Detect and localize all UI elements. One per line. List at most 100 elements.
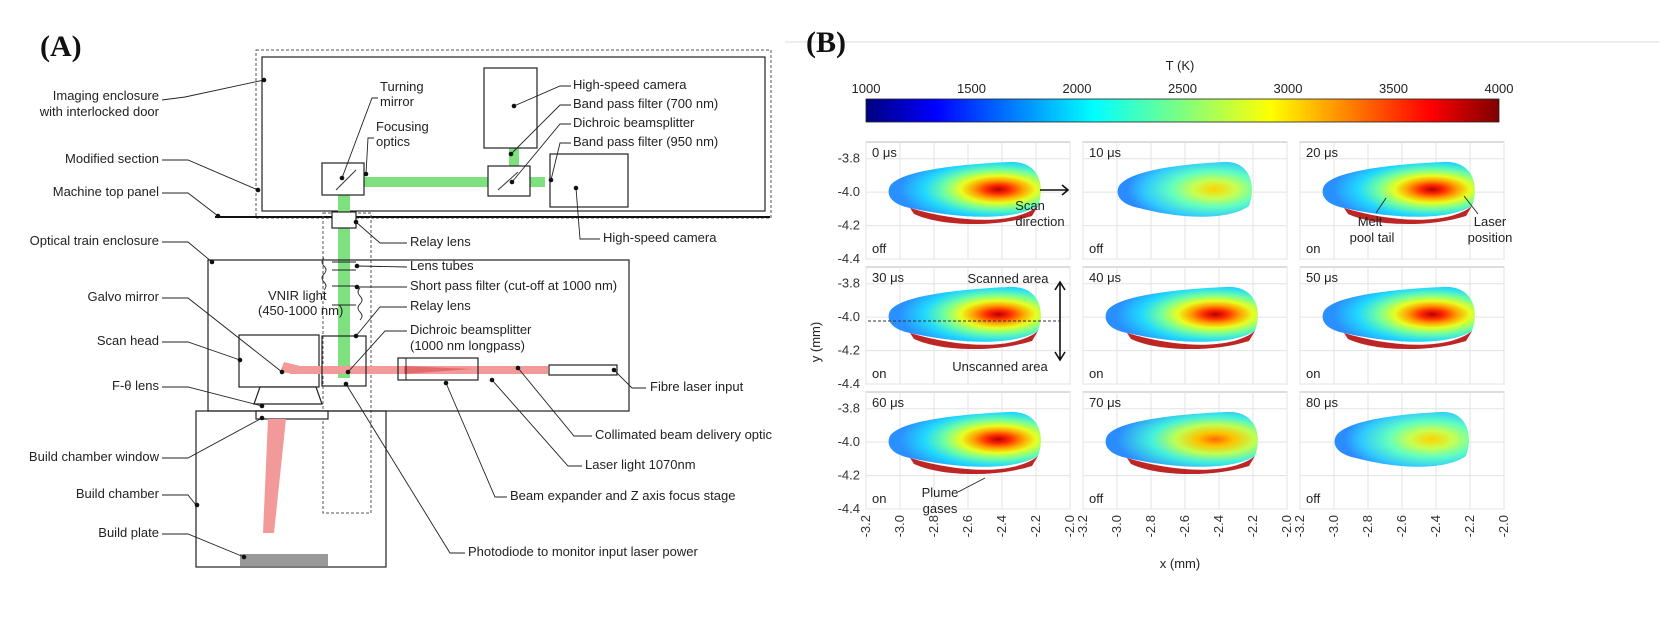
x-tick-label: -3.2 (1075, 515, 1090, 537)
frame-time-label: 30 μs (872, 270, 905, 285)
callout-photodiode: Photodiode to monitor input laser power (468, 544, 698, 559)
panel-a-label: (A) (40, 30, 82, 63)
high-speed-camera-right (549, 153, 629, 208)
callout-vnir-range: (450-1000 nm) (258, 303, 343, 318)
annot-direction: direction (1015, 214, 1064, 229)
callout-machine-top-panel: Machine top panel (53, 184, 159, 199)
x-tick-label: -2.2 (1462, 515, 1477, 537)
frame-time-label: 0 μs (872, 145, 897, 160)
y-tick-label: -4.4 (838, 376, 860, 391)
colorbar-tick-label: 1000 (852, 81, 881, 96)
right-callouts: High-speed camera Band pass filter (700 … (343, 77, 773, 559)
plume-trail (1127, 456, 1255, 475)
green-beam-horizontal (340, 177, 545, 187)
x-tick-label: -3.2 (858, 515, 873, 537)
thermal-frames: 0 μs off -3.8 -4.0 -4.2 -4.4 10 μs off 20 μs on 30… (838, 141, 1511, 537)
x-tick-label: -2.8 (1143, 515, 1158, 537)
x-tick-label: -3.0 (892, 515, 907, 537)
y-tick-label: -4.4 (838, 501, 860, 516)
annot-pool-tail: pool tail (1350, 230, 1395, 245)
callout-dichroic-top: Dichroic beamsplitter (573, 115, 695, 130)
scan-direction-arrow (1040, 184, 1070, 196)
melt-pool (888, 411, 1041, 467)
melt-pool (1117, 161, 1252, 217)
callout-relay-lens-bottom: Relay lens (410, 298, 471, 313)
callout-laser-light: Laser light 1070nm (585, 457, 696, 472)
red-beam-vertical (263, 419, 286, 533)
callout-build-chamber: Build chamber (76, 486, 160, 501)
relay-lens-top (331, 211, 357, 229)
frame-laser-state: off (872, 241, 887, 256)
tube-outline (322, 212, 372, 514)
frame-time-label: 10 μs (1089, 145, 1122, 160)
callout-build-chamber-window: Build chamber window (29, 449, 160, 464)
frame-laser-state: off (1089, 241, 1104, 256)
panel-b-label: (B) (806, 26, 846, 59)
melt-pool (1322, 286, 1475, 342)
green-beam-camera (509, 147, 519, 179)
callout-collimated-beam: Collimated beam delivery optic (595, 427, 773, 442)
x-tick-label: -2.2 (1245, 515, 1260, 537)
callout-high-speed-camera-right: High-speed camera (603, 230, 717, 245)
imaging-enclosure (261, 56, 766, 212)
x-tick-label: -2.0 (1062, 515, 1077, 537)
panel-b-annotations: Scan direction Melt pool tail Laser posi… (868, 184, 1512, 516)
annot-plume: Plume (922, 485, 959, 500)
x-tick-label: -2.8 (1360, 515, 1375, 537)
x-tick-label: -3.0 (1109, 515, 1124, 537)
panel-a: (A) (29, 30, 773, 568)
callout-lens-tubes: Lens tubes (410, 258, 474, 273)
annot-scan: Scan (1015, 198, 1045, 213)
thermal-frame: 10 μs off (1082, 141, 1288, 260)
callout-mirror: mirror (380, 94, 415, 109)
beam-expander (397, 357, 479, 381)
x-tick-label: -3.2 (1292, 515, 1307, 537)
y-tick-label: -4.2 (838, 343, 860, 358)
callout-imaging-enclosure: Imaging enclosure (53, 88, 159, 103)
frame-time-label: 20 μs (1306, 145, 1339, 160)
frame-time-label: 70 μs (1089, 395, 1122, 410)
melt-pool (1322, 161, 1475, 217)
x-tick-label: -2.6 (960, 515, 975, 537)
x-tick-label: -2.4 (994, 515, 1009, 537)
colorbar-tick-label: 4000 (1485, 81, 1514, 96)
x-tick-label: -3.0 (1326, 515, 1341, 537)
frame-time-label: 80 μs (1306, 395, 1339, 410)
inner-callouts: Turning mirror Focusing optics VNIR ligh… (258, 79, 429, 318)
thermal-frame: 20 μs on (1299, 141, 1505, 260)
callout-focusing: Focusing (376, 119, 429, 134)
y-axis-label: y (mm) (808, 322, 823, 362)
frame-laser-state: on (872, 491, 886, 506)
callout-interlocked-door: with interlocked door (39, 104, 160, 119)
annot-laser: Laser (1474, 214, 1507, 229)
plume-trail (910, 331, 1038, 350)
x-tick-label: -2.6 (1394, 515, 1409, 537)
frame-laser-state: on (1089, 366, 1103, 381)
x-tick-label: -2.0 (1279, 515, 1294, 537)
frame-laser-state: on (1306, 241, 1320, 256)
melt-pool (888, 161, 1041, 217)
callout-turning: Turning (380, 79, 424, 94)
x-tick-label: -2.6 (1177, 515, 1192, 537)
frame-laser-state: on (1306, 366, 1320, 381)
x-tick-label: -2.0 (1496, 515, 1511, 537)
y-tick-label: -4.0 (838, 309, 860, 324)
callout-galvo-mirror: Galvo mirror (87, 289, 159, 304)
y-tick-label: -3.8 (838, 151, 860, 166)
colorbar-tick-label: 1500 (957, 81, 986, 96)
annot-gases: gases (923, 501, 958, 516)
x-axis-label: x (mm) (1160, 556, 1200, 571)
callout-high-speed-camera-top: High-speed camera (573, 77, 687, 92)
thermal-frame: 60 μson-3.8-4.0-4.2-4.4-3.2-3.0-2.8-2.6-… (838, 391, 1077, 537)
callout-short-pass: Short pass filter (cut-off at 1000 nm) (410, 278, 617, 293)
colorbar-tick-label: 3500 (1379, 81, 1408, 96)
colorbar-tick-label: 2500 (1168, 81, 1197, 96)
scan-head (238, 334, 320, 388)
y-tick-label: -4.2 (838, 218, 860, 233)
